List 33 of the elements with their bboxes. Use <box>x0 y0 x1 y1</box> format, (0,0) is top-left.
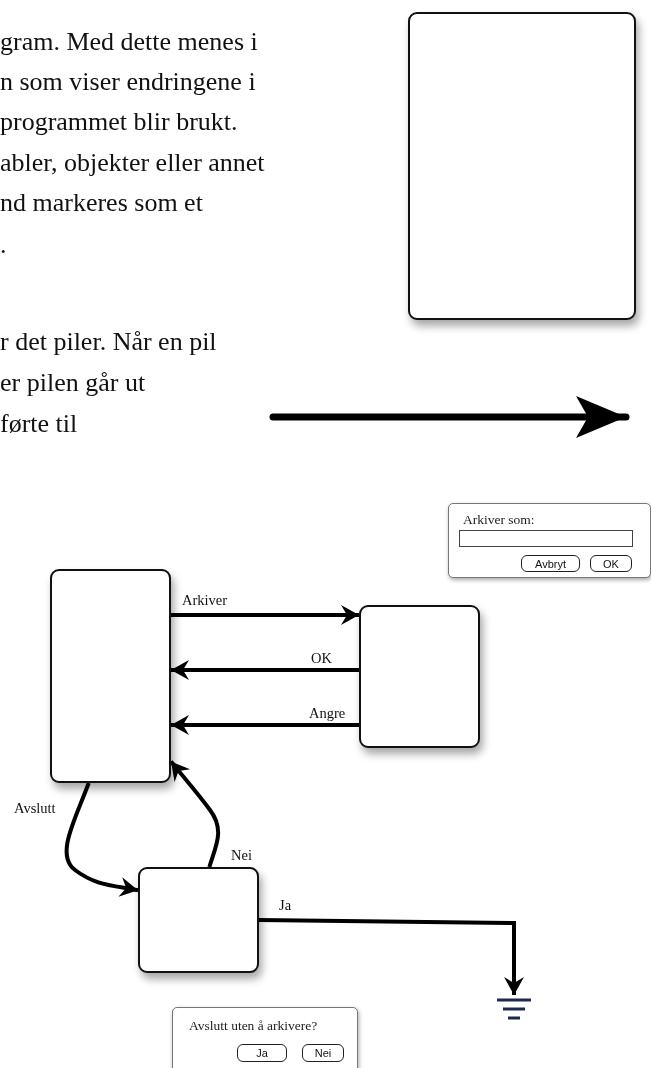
edge-label: Nei <box>231 847 252 864</box>
text-line: . <box>0 230 7 260</box>
edge-label: Angre <box>309 705 346 722</box>
arrow <box>64 782 139 897</box>
dialog-text: Arkiver som: <box>463 512 535 528</box>
arrow <box>171 715 359 736</box>
text-line: abler, objekter eller annet <box>0 148 265 178</box>
text-line: r det piler. Når en pil <box>0 327 217 357</box>
dialog-button: OK <box>590 555 632 572</box>
arrow <box>169 760 221 868</box>
state-box <box>50 569 171 783</box>
text-line: n som viser endringene i <box>0 67 256 97</box>
arrow <box>171 660 359 681</box>
text-line: programmet blir brukt. <box>0 107 238 137</box>
text-line: gram. Med dette menes i <box>0 27 258 57</box>
dialog-box <box>448 503 651 578</box>
dialog-box <box>172 1007 358 1068</box>
arrow <box>258 918 524 995</box>
edge-label: Avslutt <box>14 800 56 817</box>
state-box <box>138 867 259 973</box>
text-line: er pilen går ut <box>0 368 146 398</box>
dialog-button: Avbryt <box>521 555 580 572</box>
state-box <box>408 12 636 320</box>
text-line: førte til <box>0 409 78 439</box>
arrow <box>171 605 359 625</box>
dialog-text: Avslutt uten å arkivere? <box>189 1018 318 1034</box>
text-line: nd markeres som et <box>0 188 203 218</box>
edge-label: OK <box>311 650 332 667</box>
state-box <box>359 605 480 748</box>
edge-label: Arkiver <box>182 592 228 609</box>
edge-label: Ja <box>279 897 292 914</box>
dialog-button: Nei <box>302 1044 344 1062</box>
dialog-button: Ja <box>237 1044 287 1062</box>
